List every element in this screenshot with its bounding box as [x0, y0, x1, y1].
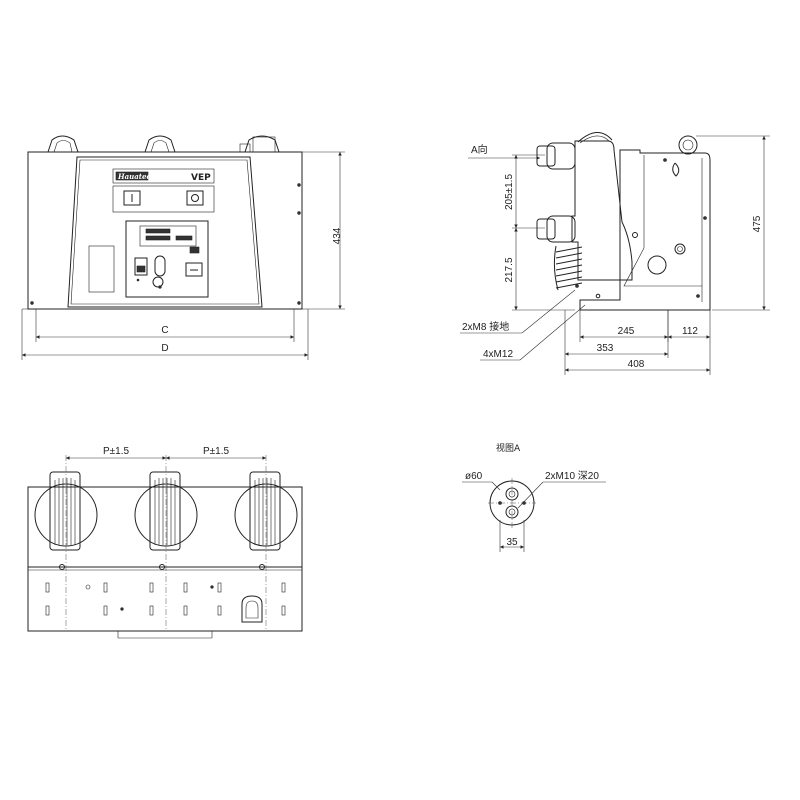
direction-label: A向 [471, 143, 488, 156]
top-terminals [47, 135, 280, 153]
status-indicator [185, 262, 203, 277]
view-a-title: 视图A [496, 442, 521, 454]
manual-handle-socket [154, 255, 166, 277]
dim-35: 35 [506, 537, 518, 548]
insulator-sheds [553, 232, 638, 291]
front-view: Hauatech VEP 434 [21, 135, 345, 360]
mount-label: 4xM12 [483, 349, 513, 360]
button-panel [112, 185, 215, 213]
top-view: P±1.5 P±1.5 [27, 446, 303, 639]
pitch-left-label: P±1.5 [103, 446, 129, 457]
lifting-eye [678, 135, 698, 155]
dim-height-434: 434 [332, 227, 343, 244]
side-dimensions: 205±1.5 217.5 475 245 112 353 408 2xM8 接… [460, 135, 770, 375]
dim-d: D [161, 343, 168, 354]
lifting-hook [672, 162, 680, 177]
dim-408: 408 [628, 359, 645, 370]
side-view: A向 [460, 132, 770, 375]
indicator-plate [139, 225, 197, 247]
pole-column [571, 140, 633, 281]
front-dimensions: 434 C D [21, 151, 345, 360]
base-slots [45, 564, 286, 623]
dim-475: 475 [752, 215, 763, 232]
top-view-outline [27, 486, 303, 632]
lower-bushing [536, 215, 576, 243]
diameter-label: ø60 [465, 471, 483, 482]
nameplate-strip [112, 168, 215, 184]
dim-205: 205±1.5 [504, 174, 515, 211]
model-label: VEP [191, 173, 211, 183]
open-button [123, 190, 141, 206]
thread-label: 2xM10 深20 [545, 470, 599, 482]
brand-logo-text: Hauatech [117, 172, 156, 181]
dim-c: C [161, 325, 168, 336]
pitch-dimensions: P±1.5 P±1.5 [66, 446, 266, 460]
upper-bushing [536, 142, 576, 170]
inspection-window [88, 245, 115, 293]
dim-245: 245 [618, 326, 635, 337]
dim-112: 112 [682, 326, 698, 337]
ground-label: 2xM8 接地 [462, 320, 509, 333]
close-button [186, 190, 204, 206]
dim-353: 353 [597, 343, 614, 354]
charge-indicator [134, 257, 148, 276]
brand-logo [115, 171, 149, 181]
dim-217: 217.5 [504, 257, 515, 282]
front-panel [67, 156, 263, 308]
operation-panel [125, 220, 209, 298]
pitch-right-label: P±1.5 [203, 446, 229, 457]
view-a: 视图A ø60 2xM10 深20 35 [462, 442, 606, 552]
